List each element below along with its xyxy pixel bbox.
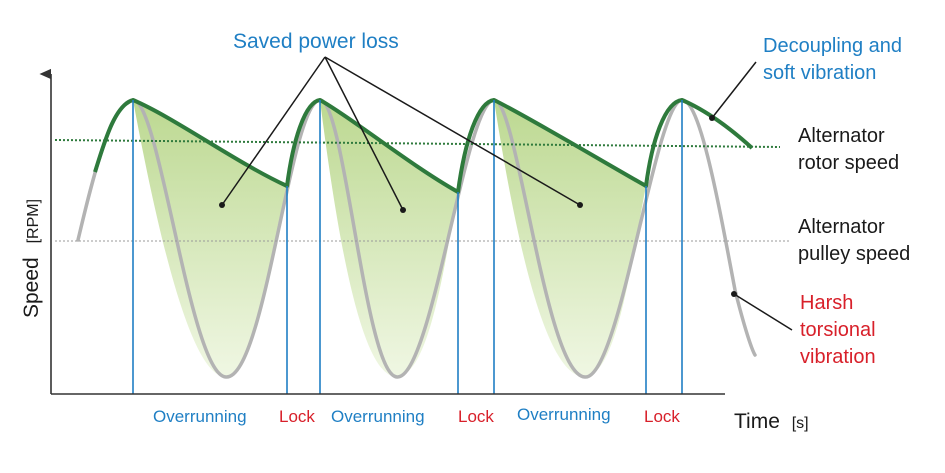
leader-dots [219,115,737,297]
phase-labels: Overrunning Lock Overrunning Lock Overru… [153,405,680,426]
leader-saved-2 [324,56,404,211]
y-axis-title: Speed [RPM] [20,199,43,318]
harsh-vibration-label-line3: vibration [800,346,876,368]
svg-text:Speed [RPM]: Speed [RPM] [20,199,43,318]
phase-label-overrunning-3: Overrunning [517,405,611,424]
saved-power-loss-region-1 [133,100,287,377]
saved-power-loss-region-3 [494,100,646,377]
rotor-speed-label-line1: Alternator [798,125,885,147]
y-axis-unit: [RPM] [25,199,42,243]
x-axis-unit: [s] [792,415,809,432]
rotor-mean-speed-line [54,139,781,148]
rotor-speed-label-line2: rotor speed [798,152,899,174]
leader-lines [221,56,793,331]
saved-power-loss-label: Saved power loss [233,30,399,53]
x-axis-title: Time [s] [734,410,809,433]
pulley-speed-label-line2: pulley speed [798,243,910,265]
leader-dot-saved-1 [219,202,225,208]
phase-label-lock-2: Lock [458,407,494,426]
decoupling-label-line1: Decoupling and [763,35,902,57]
phase-label-lock-1: Lock [279,407,315,426]
leader-harsh [733,293,793,331]
rotor-speed-curve [93,98,754,194]
leader-dot-harsh [731,291,737,297]
phase-label-lock-3: Lock [644,407,680,426]
pulley-speed-label-line1: Alternator [798,216,885,238]
leader-dot-decoupling [709,115,715,121]
saved-power-loss-region-2 [320,100,458,377]
phase-label-overrunning-2: Overrunning [331,407,425,426]
shaded-regions [133,100,646,377]
leader-decoupling [711,61,757,119]
phase-markers [132,100,683,394]
leader-dot-saved-2 [400,207,406,213]
harsh-vibration-label-line1: Harsh [800,292,853,314]
phase-label-overrunning-1: Overrunning [153,407,247,426]
harsh-vibration-label-line2: torsional [800,319,876,341]
decoupling-label-line2: soft vibration [763,62,876,84]
leader-saved-3 [324,56,581,206]
x-axis-label: Time [734,410,780,433]
leader-saved-1 [221,56,326,206]
y-axis-label: Speed [20,257,43,318]
leader-dot-saved-3 [577,202,583,208]
